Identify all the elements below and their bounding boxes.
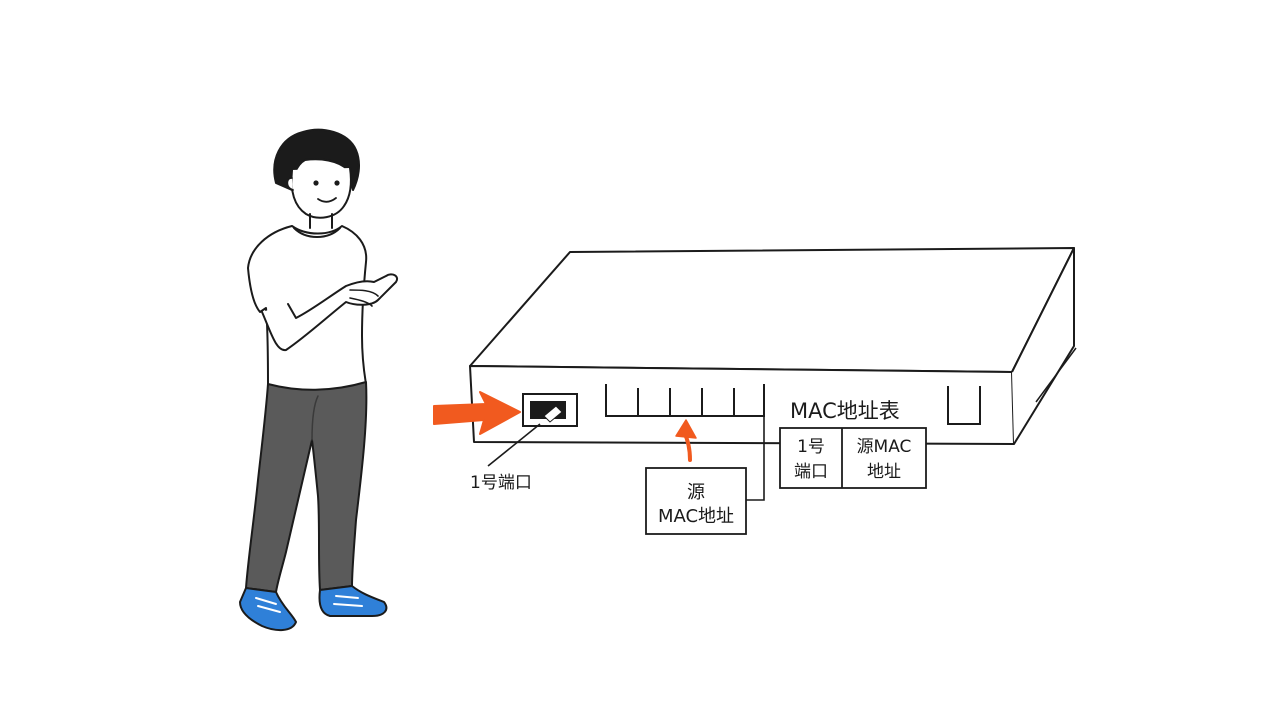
t-shirt <box>247 225 368 392</box>
switch-side-line <box>1035 347 1077 403</box>
fingers <box>349 289 379 307</box>
port-to-label-line <box>487 423 541 467</box>
orange-arrows <box>433 391 697 462</box>
face <box>290 167 352 219</box>
collar <box>293 227 341 238</box>
source-mac-line1: 源 <box>687 482 705 503</box>
ethernet-port-with-plug-icon <box>522 393 578 427</box>
neck <box>309 213 333 229</box>
connector-lines <box>487 416 765 501</box>
smile <box>317 197 337 203</box>
pointing-arm <box>261 273 398 352</box>
port-strip-right <box>947 386 981 425</box>
ear <box>286 177 294 191</box>
source-mac-line2: MAC地址 <box>658 506 734 527</box>
right-eye <box>334 180 340 186</box>
right-shoe <box>318 585 388 617</box>
source-box-link-line <box>746 416 765 501</box>
left-shoe-laces <box>255 597 281 613</box>
pants <box>245 381 368 593</box>
table-col1-line2: 端口 <box>794 462 828 482</box>
right-shoe-laces <box>333 595 363 607</box>
incoming-packet-arrow <box>433 391 521 435</box>
port-1-label: 1号端口 <box>470 473 532 493</box>
port-strip-outline <box>605 384 765 417</box>
mac-table-title: MAC地址表 <box>790 399 900 423</box>
port-1-plug-highlight <box>543 405 563 423</box>
port-strip <box>605 384 981 425</box>
table-col2-line2: 地址 <box>867 462 901 482</box>
person-illustration <box>239 128 398 632</box>
switch-top-face <box>469 247 1075 373</box>
port-strip-dividers <box>637 388 735 416</box>
table-col1-line1: 1号 <box>797 437 825 457</box>
switch-side-face <box>1011 247 1075 445</box>
mac-table-frame <box>779 427 927 489</box>
left-eye <box>313 180 319 186</box>
source-mac-arrow-head <box>675 419 697 439</box>
source-mac-frame <box>645 467 747 535</box>
hair <box>273 128 361 191</box>
source-mac-box: 源 MAC地址 <box>645 467 747 535</box>
pants-fold <box>311 395 319 441</box>
table-col2-line1: 源MAC <box>857 437 912 457</box>
mac-address-table: MAC地址表 1号 端口 源MAC 地址 <box>779 399 927 489</box>
